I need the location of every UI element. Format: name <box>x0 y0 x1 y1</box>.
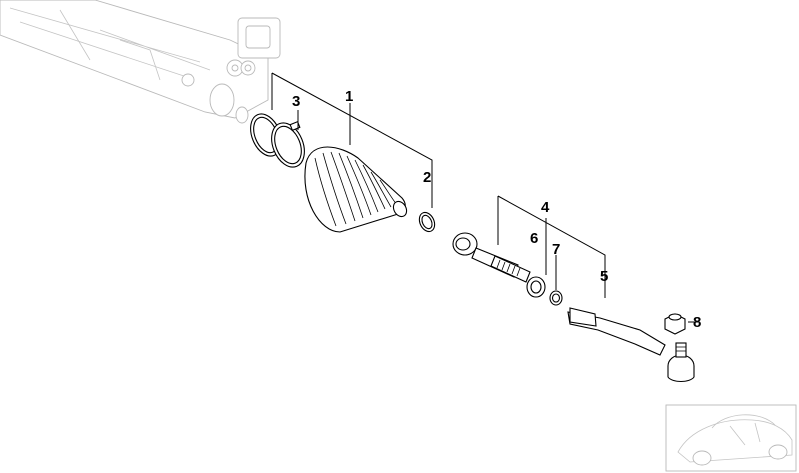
vehicle-thumbnail <box>665 404 797 472</box>
callout-8: 8 <box>693 314 701 331</box>
callout-3: 3 <box>292 93 300 110</box>
callout-4: 4 <box>541 199 550 216</box>
outer-tie-rod-end <box>567 307 695 383</box>
callout-6: 6 <box>530 230 538 247</box>
lock-nut <box>526 276 546 298</box>
bellows-boot <box>304 146 408 233</box>
leader-lines <box>271 72 698 323</box>
callout-7: 7 <box>552 241 560 258</box>
callout-5: 5 <box>600 268 608 285</box>
small-clamp <box>418 211 436 233</box>
callout-2: 2 <box>423 169 431 186</box>
clamp-ring <box>250 113 305 168</box>
self-locking-nut <box>664 313 686 335</box>
steering-rack-housing <box>0 0 281 124</box>
sleeve <box>549 290 563 306</box>
inner-tie-rod <box>452 232 531 283</box>
callout-1: 1 <box>345 88 353 105</box>
